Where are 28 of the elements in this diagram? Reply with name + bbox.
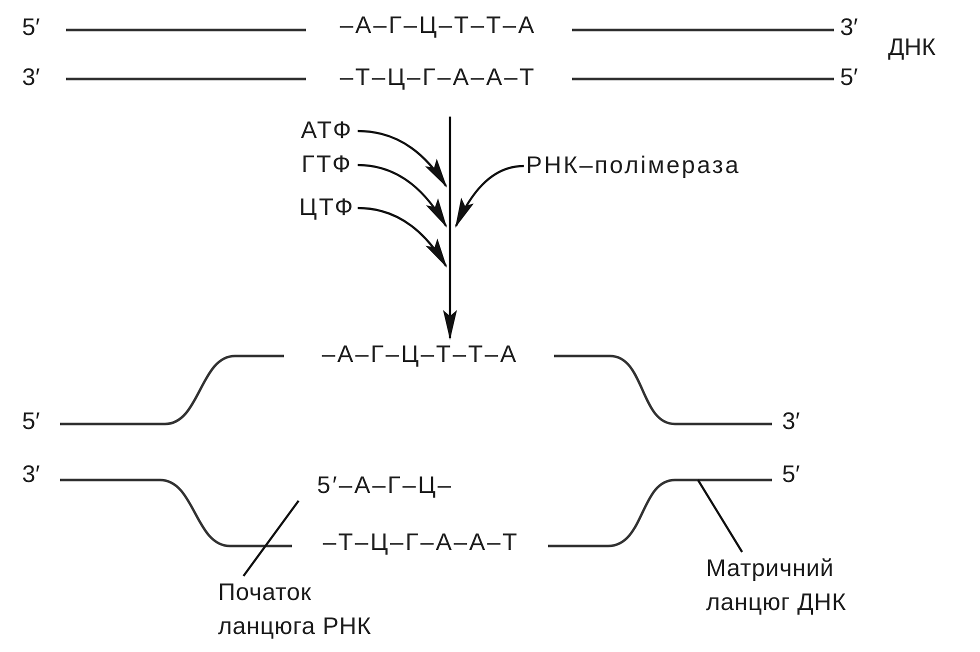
reactant-label: ЦТФ xyxy=(299,196,355,220)
molecule-label: ДНК xyxy=(888,36,936,60)
strand-end-label: 5′ xyxy=(840,66,858,90)
sequence-text: 5′–А–Г–Ц– xyxy=(317,474,453,498)
callout-label: Початок ланцюга РНК xyxy=(218,578,372,642)
arrow xyxy=(358,164,448,228)
sequence-text: –Т–Ц–Г–А–А–Т xyxy=(322,531,520,555)
strand-end-label: 3′ xyxy=(22,66,40,90)
reactant-label: РНК–полімераза xyxy=(526,154,740,178)
strand-end-label: 3′ xyxy=(840,16,858,40)
strand-end-label: 5′ xyxy=(22,16,40,40)
sequence-text: –А–Г–Ц–Т–Т–А xyxy=(340,14,536,38)
reactant-label: ГТФ xyxy=(301,153,353,177)
template-dna-strand xyxy=(548,478,772,548)
strand-end-label: 5′ xyxy=(782,463,800,487)
arrow xyxy=(358,206,448,268)
arrow xyxy=(443,116,457,340)
leader-line xyxy=(697,479,744,553)
strand-end-label: 3′ xyxy=(22,463,40,487)
sequence-text: –А–Г–Ц–Т–Т–А xyxy=(322,343,518,367)
sequence-text: –Т–Ц–Г–А–А–Т xyxy=(340,66,536,90)
callout-label: Матричний ланцюг ДНК xyxy=(706,554,848,618)
strand-end-label: 5′ xyxy=(22,410,40,434)
arrow xyxy=(455,164,524,228)
leader-line xyxy=(242,500,300,577)
reactant-label: АТФ xyxy=(300,119,354,143)
arrow xyxy=(358,130,448,188)
strand-end-label: 3′ xyxy=(782,410,800,434)
